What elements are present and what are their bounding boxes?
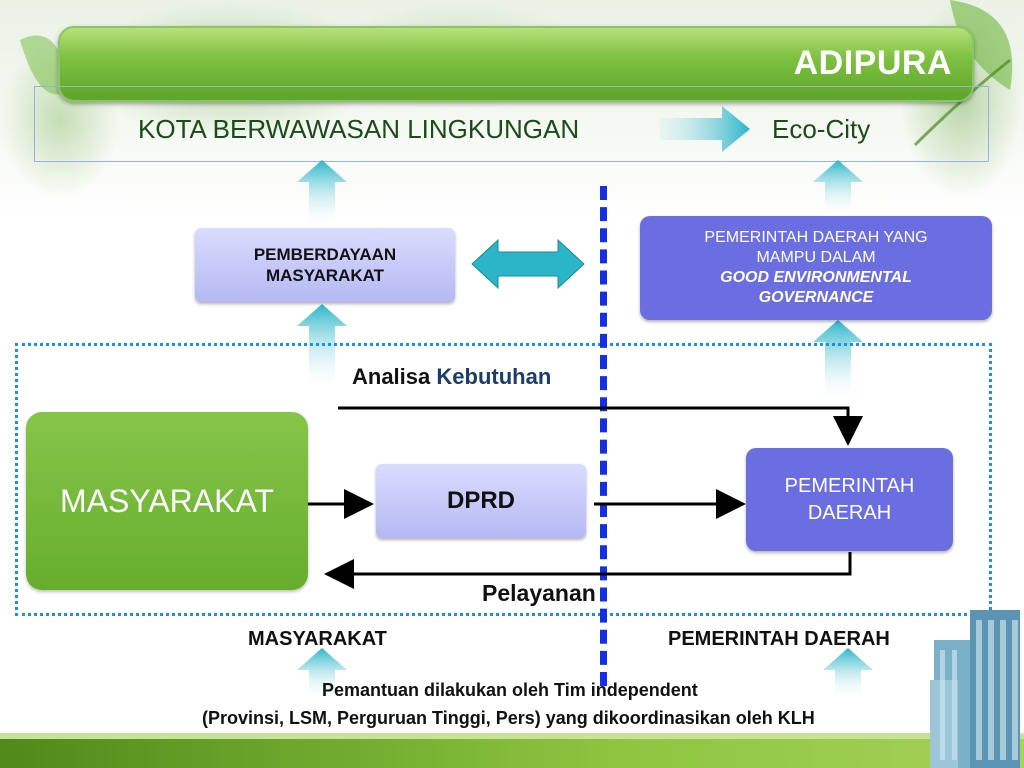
- up-arrow-icon: [297, 160, 347, 228]
- pemberdayaan-masyarakat-box: PEMBERDAYAAN MASYARAKAT: [195, 228, 455, 302]
- analisa-connector: [338, 406, 863, 446]
- masyarakat-label: MASYARAKAT: [248, 628, 387, 650]
- up-arrow-icon: [823, 648, 873, 700]
- up-arrow-icon: [297, 648, 347, 700]
- box-line: PEMERINTAH DAERAH YANG: [704, 229, 928, 246]
- box-line: PEMBERDAYAAN: [253, 245, 397, 264]
- process-region-frame: [15, 343, 992, 616]
- pemerintah-daerah-label: PEMERINTAH DAERAH: [668, 628, 890, 650]
- analisa-kebutuhan-label: Analisa Kebutuhan: [352, 364, 551, 390]
- pemda-governance-box: PEMERINTAH DAERAH YANG MAMPU DALAM GOOD …: [640, 216, 992, 320]
- vision-right-label: Eco-City: [772, 114, 871, 144]
- pelayanan-connector: [324, 552, 852, 589]
- masyarakat-box: MASYARAKAT: [26, 412, 308, 590]
- box-line: GOOD ENVIRONMENTAL: [720, 269, 912, 286]
- dprd-box: DPRD: [376, 464, 586, 538]
- vision-row-frame: [34, 86, 989, 162]
- up-arrow-icon: [297, 304, 347, 392]
- up-arrow-icon: [813, 160, 863, 216]
- page-title: ADIPURA: [793, 44, 952, 82]
- title-bar: [58, 26, 974, 102]
- buildings-decoration: [930, 610, 1020, 768]
- box-line: MAMPU DALAM: [756, 249, 876, 266]
- vision-left-label: KOTA BERWAWASAN LINGKUNGAN: [138, 114, 580, 144]
- footer-note-line1: Pemantuan dilakukan oleh Tim independent: [322, 680, 698, 700]
- pelayanan-label: Pelayanan: [482, 580, 596, 606]
- footer-bar-highlight: [0, 733, 1024, 739]
- footer-note-line2: (Provinsi, LSM, Perguruan Tinggi, Pers) …: [202, 708, 815, 728]
- box-line: GOVERNANCE: [758, 289, 874, 306]
- divider-line: [600, 186, 607, 686]
- box-line: PEMERINTAH: [784, 474, 915, 497]
- label-part: Kebutuhan: [436, 364, 552, 389]
- box-line: MASYARAKAT: [265, 266, 385, 285]
- pemerintah-daerah-box: PEMERINTAH DAERAH: [746, 448, 953, 551]
- double-arrow-icon: [471, 238, 585, 290]
- right-arrow-icon: [660, 106, 750, 152]
- up-arrow-icon: [813, 320, 863, 404]
- box-line: DAERAH: [807, 501, 892, 524]
- label-part: Analisa: [352, 364, 431, 389]
